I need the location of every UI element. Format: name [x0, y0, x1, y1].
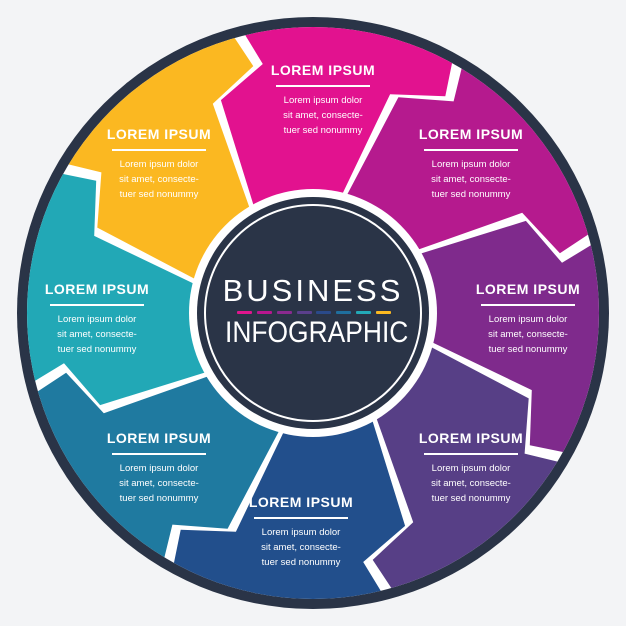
segment-title-teal-blue: LOREM IPSUM [106, 430, 212, 446]
center-dash [296, 311, 312, 314]
segment-divider-turquoise [50, 304, 144, 306]
center-disc [197, 197, 429, 429]
segment-title-pink-purple: LOREM IPSUM [418, 126, 524, 142]
segment-divider-teal-blue [112, 453, 206, 455]
segment-divider-yellow [112, 149, 206, 151]
segment-title-magenta: LOREM IPSUM [270, 62, 376, 78]
center-title: BUSINESS [222, 273, 404, 308]
segment-title-turquoise: LOREM IPSUM [44, 281, 150, 297]
center-inner-ring [204, 204, 422, 422]
segment-divider-pink-purple [424, 149, 518, 151]
center-color-dashes [237, 311, 391, 314]
segment-divider-violet [424, 453, 518, 455]
center-dash [336, 311, 352, 314]
segment-divider-purple [481, 304, 575, 306]
center-dash [256, 311, 272, 314]
center-subtitle: INFOGRAPHIC [225, 316, 409, 349]
segment-title-purple: LOREM IPSUM [475, 281, 581, 297]
segment-divider-navy-blue [254, 517, 348, 519]
center-dash [356, 311, 372, 314]
center-dash [375, 311, 391, 314]
center-dash [237, 311, 252, 314]
segment-title-navy-blue: LOREM IPSUM [248, 494, 354, 510]
center-dash [276, 311, 292, 314]
segment-divider-magenta [276, 85, 370, 87]
segment-title-violet: LOREM IPSUM [418, 430, 524, 446]
center-dash [316, 311, 332, 314]
segment-title-yellow: LOREM IPSUM [106, 126, 212, 142]
